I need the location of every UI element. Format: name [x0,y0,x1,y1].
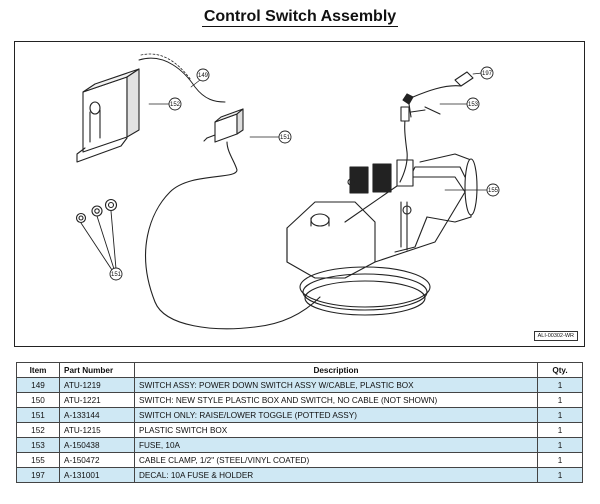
table-row: 151 A-133144 SWITCH ONLY: RAISE/LOWER TO… [16,407,583,423]
table-row: 152 ATU-1215 PLASTIC SWITCH BOX 1 [16,422,583,438]
cell-description: PLASTIC SWITCH BOX [134,422,538,438]
cell-part-number: ATU-1215 [59,422,135,438]
exploded-diagram: 149 152 151 151 155 197 [14,41,585,347]
table-row: 197 A-131001 DECAL: 10A FUSE & HOLDER 1 [16,467,583,483]
header-description: Description [134,362,538,378]
page-title-text: Control Switch Assembly [201,8,399,27]
svg-text:153: 153 [468,102,479,108]
cell-item: 150 [16,392,60,408]
cell-item: 155 [16,452,60,468]
cell-part-number: A-133144 [59,407,135,423]
cell-qty: 1 [537,392,583,408]
cell-qty: 1 [537,407,583,423]
cell-item: 149 [16,377,60,393]
cell-description: SWITCH ASSY: POWER DOWN SWITCH ASSY W/CA… [134,377,538,393]
cell-qty: 1 [537,377,583,393]
cell-qty: 1 [537,422,583,438]
table-row: 153 A-150438 FUSE, 10A 1 [16,437,583,453]
table-row: 149 ATU-1219 SWITCH ASSY: POWER DOWN SWI… [16,377,583,393]
cell-description: FUSE, 10A [134,437,538,453]
svg-text:197: 197 [482,71,493,77]
cell-part-number: ATU-1219 [59,377,135,393]
cell-item: 153 [16,437,60,453]
drawing-code: ALI-00302-WR [533,331,578,341]
cell-part-number: A-150472 [59,452,135,468]
cell-qty: 1 [537,452,583,468]
toggle-switch-assy [203,108,244,143]
callout-155: 155 [486,183,500,197]
svg-text:151: 151 [111,272,122,278]
cell-qty: 1 [537,437,583,453]
callout-152: 152 [168,97,182,111]
svg-text:151: 151 [280,135,291,141]
cable-clamps [75,198,118,271]
cell-description: SWITCH: NEW STYLE PLASTIC BOX AND SWITCH… [134,392,538,408]
cell-description: CABLE CLAMP, 1/2" (STEEL/VINYL COATED) [134,452,538,468]
cell-part-number: A-150438 [59,437,135,453]
header-qty: Qty. [537,362,583,378]
callout-151-switch: 151 [278,130,292,144]
cell-item: 151 [16,407,60,423]
cell-description: SWITCH ONLY: RAISE/LOWER TOGGLE (POTTED … [134,407,538,423]
callout-149: 149 [196,68,210,82]
header-part-number: Part Number [59,362,135,378]
diagram-drawing: 149 152 151 151 155 197 [75,53,500,330]
parts-table-header: Item Part Number Description Qty. [16,362,583,378]
cell-qty: 1 [537,467,583,483]
callout-153: 153 [466,97,480,111]
callout-151-clamps: 151 [109,267,123,281]
parts-table: Item Part Number Description Qty. 149 AT… [16,362,583,483]
cell-part-number: A-131001 [59,467,135,483]
callout-197: 197 [480,66,494,80]
table-row: 155 A-150472 CABLE CLAMP, 1/2" (STEEL/VI… [16,452,583,468]
table-row: 150 ATU-1221 SWITCH: NEW STYLE PLASTIC B… [16,392,583,408]
cell-item: 197 [16,467,60,483]
fuse-holder [399,71,474,183]
svg-text:152: 152 [170,102,181,108]
header-item: Item [16,362,60,378]
cell-part-number: ATU-1221 [59,392,135,408]
cell-description: DECAL: 10A FUSE & HOLDER [134,467,538,483]
hydraulic-pump [286,153,478,279]
cell-item: 152 [16,422,60,438]
plastic-switch-box [76,68,140,163]
svg-text:149: 149 [198,73,209,79]
page-title: Control Switch Assembly [0,8,600,27]
svg-text:155: 155 [488,188,499,194]
